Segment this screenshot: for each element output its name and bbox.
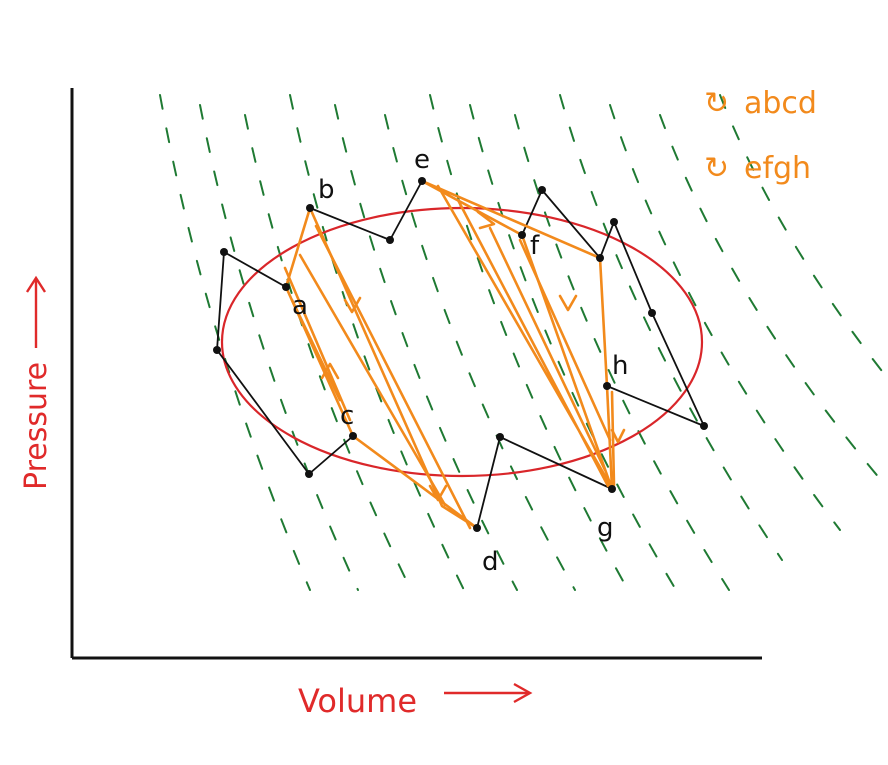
isotherm-curve — [719, 94, 888, 381]
point-label-e: e — [414, 145, 430, 175]
isotherm-curve — [334, 104, 518, 591]
isotherm-curve — [609, 104, 841, 531]
legend: ↻ abcd ↻ efgh — [704, 86, 817, 186]
legend-loop-icon-2: ↻ — [704, 151, 729, 186]
legend-loop-icon-1: ↻ — [704, 86, 729, 121]
x-axis-arrowhead — [513, 682, 533, 704]
isotherm-curve — [384, 114, 576, 591]
orange-strokes — [283, 184, 616, 530]
isotherm-curve — [289, 94, 465, 591]
y-axis-label: Pressure — [19, 362, 54, 490]
point-label-a: a — [292, 291, 308, 321]
cycle-abcd — [284, 206, 479, 530]
orange-cycles — [283, 179, 626, 530]
isotherm-curve — [199, 104, 359, 591]
point-label-g: g — [597, 513, 614, 543]
legend-item-efgh: efgh — [744, 151, 811, 186]
vertex-dots — [213, 177, 708, 532]
legend-item-abcd: abcd — [744, 86, 817, 121]
isotherm-curve — [429, 94, 629, 591]
point-label-b: b — [318, 175, 335, 205]
isotherm-curve — [469, 104, 677, 591]
y-axis-arrowhead — [25, 275, 47, 293]
point-label-c: c — [340, 401, 354, 431]
y-axis-label-group: Pressure — [19, 275, 54, 490]
point-label-f: f — [530, 231, 540, 261]
isotherm-curve — [244, 114, 412, 591]
arrowheads — [320, 210, 626, 502]
isotherm-curve — [659, 114, 888, 490]
point-label-d: d — [482, 547, 499, 577]
point-label-h: h — [612, 351, 628, 381]
isotherm-curve — [559, 94, 783, 561]
isotherm-curve — [514, 114, 730, 591]
isotherm-lines — [159, 94, 888, 591]
x-axis-label: Volume — [298, 682, 417, 720]
isotherm-curve — [159, 94, 311, 591]
x-axis-label-group: Volume — [298, 682, 533, 720]
